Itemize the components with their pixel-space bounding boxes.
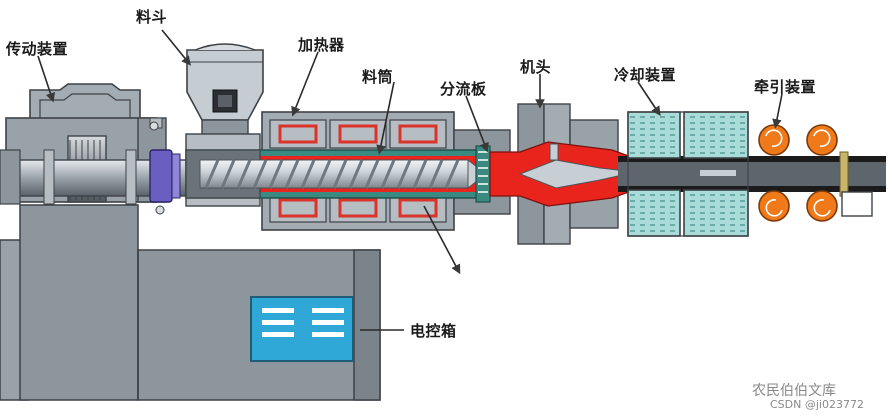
label-breaker-plate: 分流板 — [440, 80, 487, 98]
label-hopper: 料斗 — [136, 8, 168, 26]
watermark-secondary: CSDN @ji023772 — [770, 398, 864, 411]
heater-bands-top — [269, 119, 447, 149]
hopper — [186, 43, 264, 139]
label-heater: 加热器 — [298, 36, 345, 54]
breaker-plate — [475, 145, 491, 203]
label-transmission: 传动装置 — [6, 40, 69, 58]
die-melt-channel — [489, 141, 641, 207]
screw — [199, 158, 487, 190]
haul-off-rollers — [758, 124, 838, 222]
label-haul-off: 牵引装置 — [754, 78, 817, 96]
cooling-tanks — [627, 111, 749, 237]
watermark-primary: 农民伯伯文库 — [752, 383, 836, 399]
coupling — [149, 149, 181, 203]
extruded-pipe — [618, 151, 886, 217]
leader-lines — [37, 29, 783, 331]
label-cooling: 冷却装置 — [614, 66, 677, 84]
label-die-head: 机头 — [520, 58, 552, 76]
control-box-panel — [250, 296, 354, 362]
label-barrel: 料筒 — [362, 68, 394, 86]
label-control-box: 电控箱 — [410, 322, 457, 340]
